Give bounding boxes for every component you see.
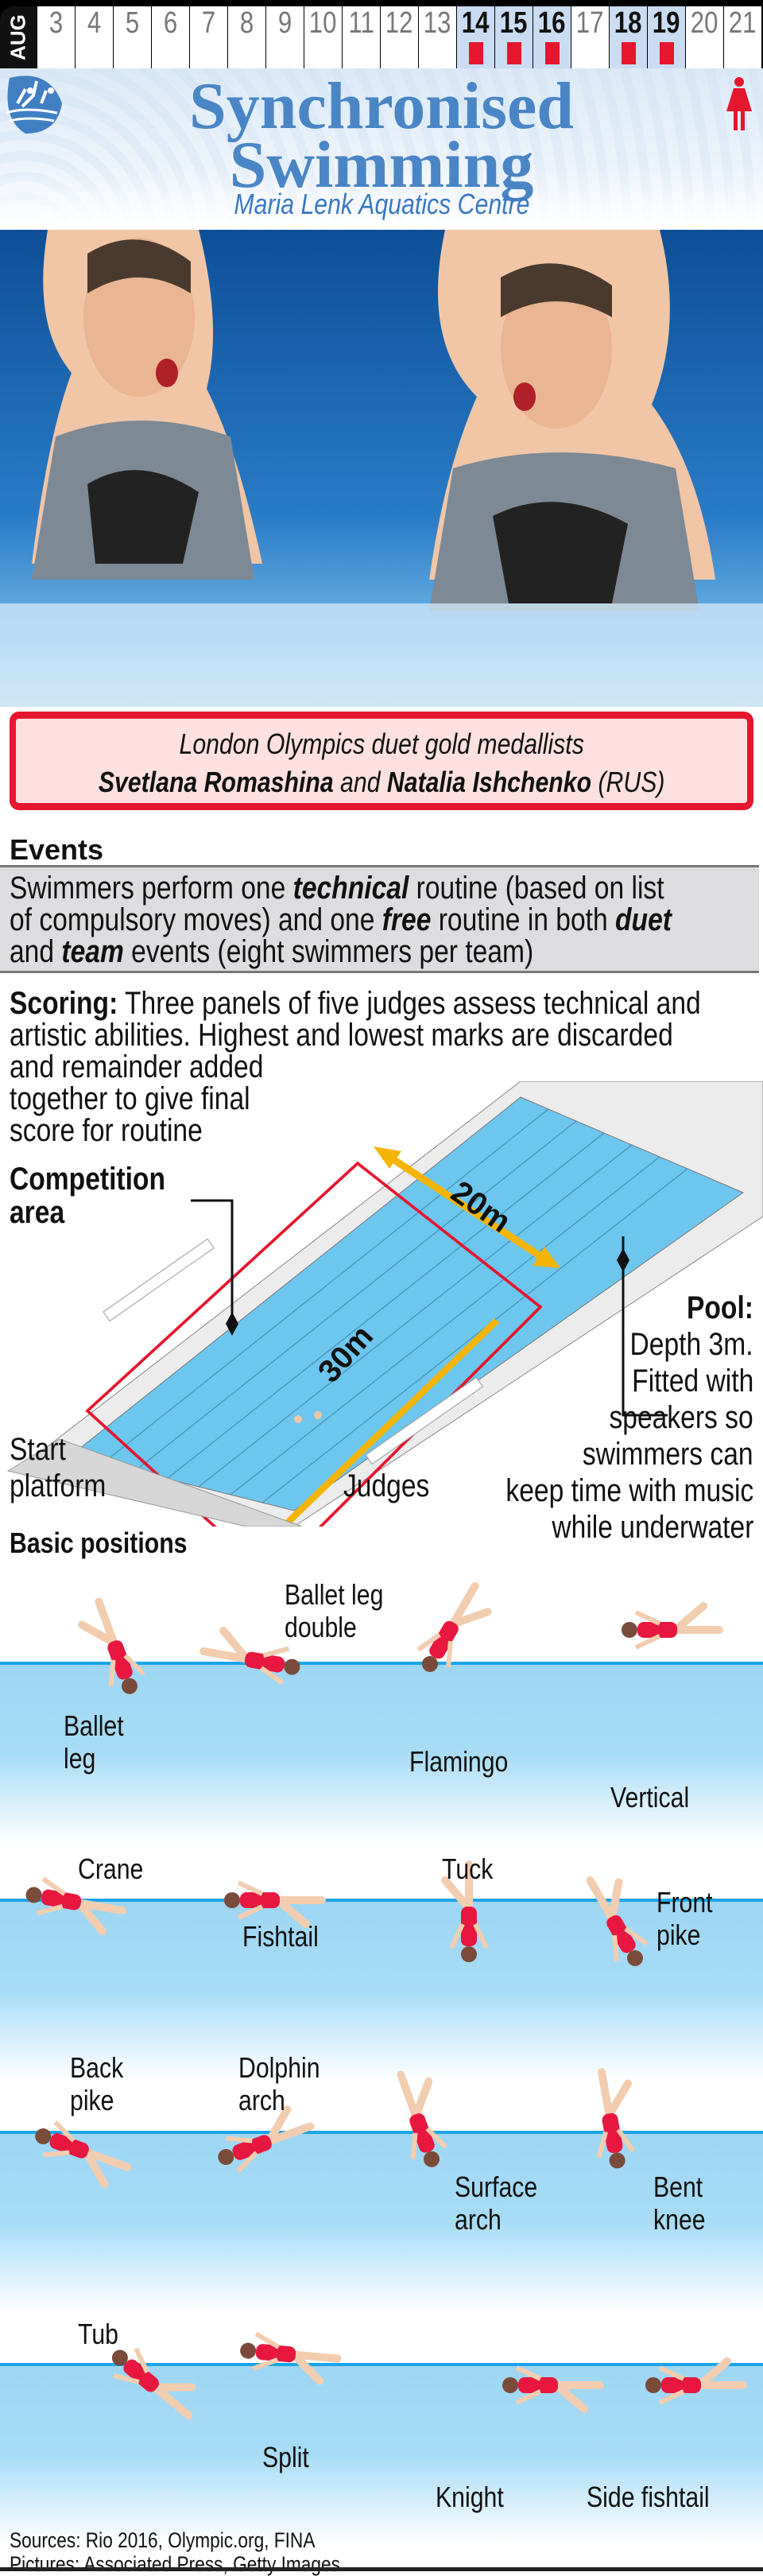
date-cell-10: 10 bbox=[304, 6, 342, 68]
swimmer-figure-surface-arch bbox=[397, 2070, 448, 2167]
date-cell-9: 9 bbox=[266, 6, 304, 68]
swimmer-figure-dolphin-arch bbox=[218, 2105, 315, 2174]
date-cell-14: 14 bbox=[457, 6, 494, 68]
dimension-arrow-20m bbox=[374, 1146, 560, 1268]
position-label-vertical: Vertical bbox=[610, 1781, 690, 1814]
swimmer-figure-side-fishtail bbox=[645, 2357, 747, 2405]
photo-caption: London Olympics duet gold medallists Sve… bbox=[10, 712, 753, 810]
medal-event-marker bbox=[622, 42, 636, 64]
date-cell-20: 20 bbox=[686, 6, 723, 68]
date-cell-11: 11 bbox=[343, 6, 380, 68]
athlete-name: Svetlana Romashina bbox=[98, 766, 334, 798]
date-cell-4: 4 bbox=[76, 6, 113, 68]
title-line1: Synchronised bbox=[189, 69, 574, 143]
swimmer-left bbox=[32, 230, 262, 580]
judges-stand bbox=[365, 1376, 483, 1465]
swimmer-figure-back-pike bbox=[35, 2120, 132, 2189]
swimmer-figure-tuck bbox=[441, 1860, 489, 1962]
date-cell-18: 18 bbox=[610, 6, 647, 68]
medal-event-marker bbox=[469, 42, 483, 64]
swimmer-figure-front-pike bbox=[586, 1876, 649, 1966]
events-text: Swimmers perform one technical routine (… bbox=[0, 865, 759, 973]
swimmer-figure-crane bbox=[25, 1876, 126, 1936]
date-cell-3: 3 bbox=[37, 6, 75, 68]
date-cell-5: 5 bbox=[114, 6, 151, 68]
position-label-side-fishtail: Side fishtail bbox=[587, 2481, 710, 2513]
dimension-arrow-30m bbox=[278, 1318, 500, 1527]
divider bbox=[0, 2567, 763, 2571]
hero-photo bbox=[0, 230, 763, 707]
swimmer-figure-ballet-leg-double bbox=[199, 1626, 300, 1686]
position-label-flamingo: Flamingo bbox=[409, 1745, 509, 1778]
swimmer-figure-vertical bbox=[622, 1602, 723, 1650]
date-cell-16: 16 bbox=[533, 6, 571, 68]
title-line2: Swimming bbox=[229, 128, 534, 202]
date-cell-13: 13 bbox=[419, 6, 456, 68]
position-label-crane: Crane bbox=[78, 1852, 144, 1885]
water-band bbox=[0, 2363, 763, 2546]
swimmer-figure-fishtail bbox=[224, 1880, 326, 1928]
female-icon bbox=[726, 77, 752, 130]
medal-event-marker bbox=[545, 42, 560, 64]
start-platform bbox=[6, 1438, 303, 1527]
water-band bbox=[0, 1899, 763, 2081]
swimmer-figure-split bbox=[240, 2331, 342, 2385]
events-heading: Events bbox=[10, 833, 104, 866]
competition-area-outline bbox=[85, 1161, 543, 1527]
water-band bbox=[0, 2131, 763, 2314]
month-label: AUG bbox=[0, 6, 37, 68]
date-cell-15: 15 bbox=[495, 6, 533, 68]
position-label-tuck: Tuck bbox=[442, 1852, 494, 1885]
swimmer-figure-knight bbox=[502, 2365, 604, 2413]
date-cell-8: 8 bbox=[228, 6, 265, 68]
medal-event-marker bbox=[660, 42, 674, 64]
position-label-tub: Tub bbox=[78, 2318, 118, 2350]
date-cell-12: 12 bbox=[381, 6, 418, 68]
judges-stand bbox=[103, 1238, 215, 1322]
position-label-split: Split bbox=[262, 2441, 309, 2473]
medal-event-marker bbox=[507, 42, 521, 64]
date-cell-7: 7 bbox=[190, 6, 227, 68]
position-label-knight: Knight bbox=[436, 2481, 504, 2513]
swimmer-figure-ballet-leg bbox=[77, 1597, 146, 1694]
date-cell-6: 6 bbox=[152, 6, 189, 68]
date-cell-17: 17 bbox=[571, 6, 609, 68]
swimmer-figure-flamingo bbox=[416, 1582, 492, 1672]
venue-subtitle: Maria Lenk Aquatics Centre bbox=[233, 188, 530, 220]
date-cell-19: 19 bbox=[648, 6, 685, 68]
date-cell-21: 21 bbox=[724, 6, 761, 68]
basic-positions-heading: Basic positions bbox=[10, 1527, 188, 1559]
swimmer-figure-bent-knee bbox=[596, 2068, 636, 2169]
label-judges: Judges bbox=[343, 1468, 430, 1503]
sport-pictogram-icon bbox=[6, 76, 62, 134]
athlete-name: Natalia Ishchenko bbox=[386, 766, 591, 798]
header: Synchronised Swimming bbox=[0, 68, 763, 227]
swimmers bbox=[294, 1411, 322, 1423]
position-label-fishtail: Fishtail bbox=[242, 1920, 319, 1953]
pool-water bbox=[70, 1096, 745, 1511]
label-pool: Pool: Depth 3m. Fitted with speakers so … bbox=[505, 1290, 753, 1545]
swimmer-right bbox=[429, 230, 715, 611]
swimmer-figure-tub bbox=[111, 2347, 196, 2420]
scoring-text: Scoring: Three panels of five judges ass… bbox=[10, 986, 701, 1148]
